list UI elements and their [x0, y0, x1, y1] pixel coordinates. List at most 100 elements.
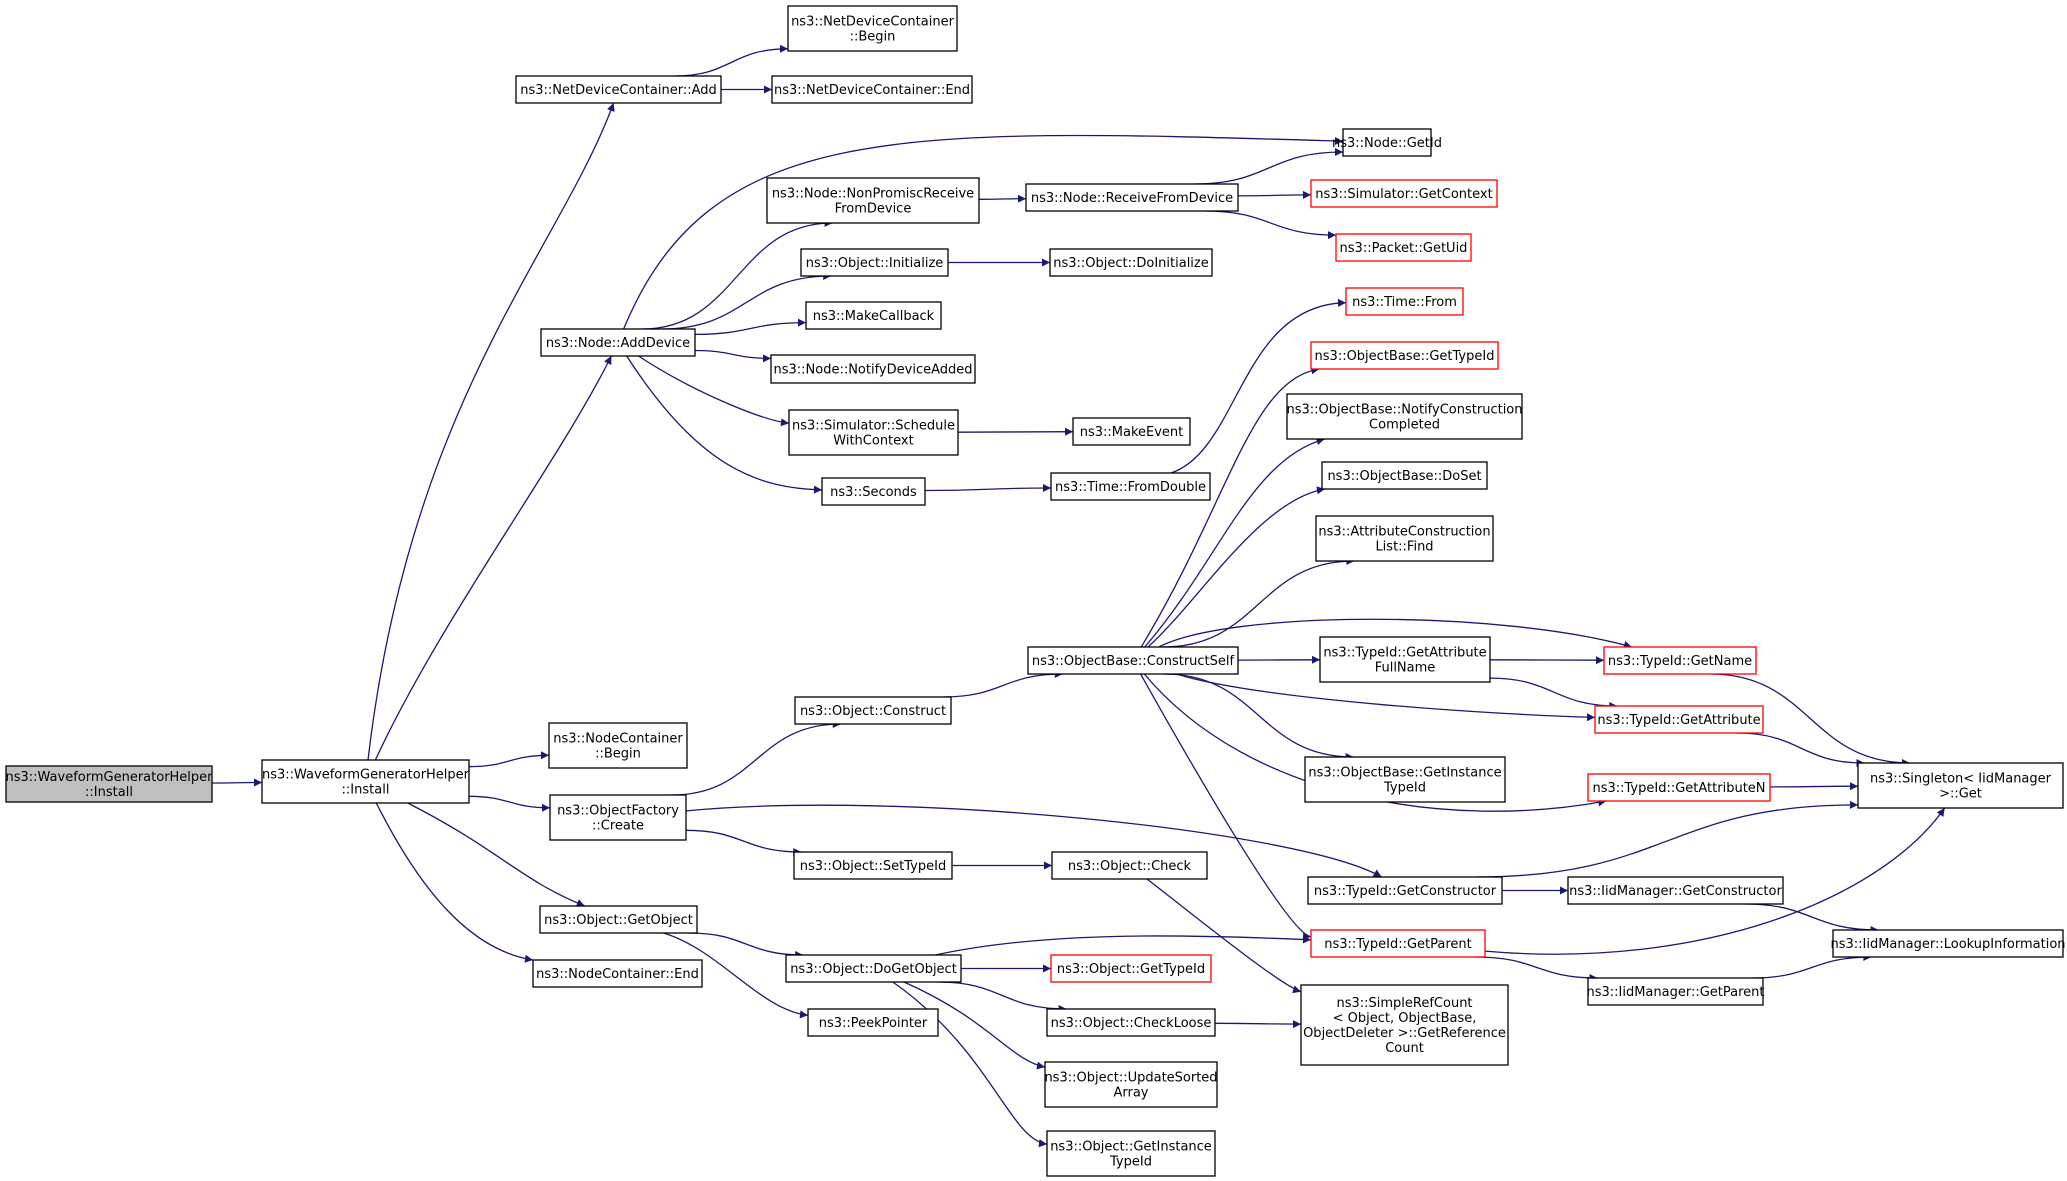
node-ndc_end[interactable]: ns3::NetDeviceContainer::End	[771, 75, 973, 104]
node-label-install-1: ::Install	[342, 783, 390, 798]
edge-tid_getparent-to-iid_getparent	[1475, 956, 1598, 982]
edge-of_create-to-tid_getconstructor	[685, 804, 1382, 878]
edge-tid_getname-to-singleton_get	[1710, 673, 1911, 767]
node-makecallback[interactable]: ns3::MakeCallback	[805, 301, 942, 330]
edge-ob_constructself-to-ob_getinstance	[1163, 673, 1354, 761]
node-node_adddevice[interactable]: ns3::Node::AddDevice	[540, 328, 696, 357]
edge-iid_getconstructor-to-iid_lookup	[1744, 903, 1879, 934]
edge-obj_dogetobject-to-tid_getparent	[935, 935, 1312, 956]
node-of_create[interactable]: ns3::ObjectFactory::Create	[549, 794, 687, 841]
node-tid_getparent[interactable]: ns3::TypeId::GetParent	[1310, 929, 1486, 958]
node-makeevent[interactable]: ns3::MakeEvent	[1072, 417, 1191, 446]
node-box-peekpointer	[807, 1008, 939, 1037]
node-label-tid_getname-0: ns3::TypeId::GetName	[1608, 654, 1752, 669]
node-label-ob_doset-0: ns3::ObjectBase::DoSet	[1327, 469, 1481, 484]
node-label-ndc_begin-1: ::Begin	[850, 30, 896, 45]
node-box-of_create	[549, 794, 687, 841]
node-ob_gettypeid[interactable]: ns3::ObjectBase::GetTypeId	[1310, 341, 1499, 370]
node-obj_getobject[interactable]: ns3::Object::GetObject	[539, 905, 698, 934]
node-iid_lookup[interactable]: ns3::IidManager::LookupInformation	[1830, 929, 2066, 958]
node-singleton_get[interactable]: ns3::Singleton< IidManager>::Get	[1857, 762, 2064, 809]
node-obj_settypeid[interactable]: ns3::Object::SetTypeId	[793, 851, 953, 880]
node-box-time_from	[1345, 287, 1464, 316]
node-box-ob_doset	[1321, 461, 1488, 490]
node-box-tid_getattribute	[1594, 705, 1764, 734]
node-label-ob_notify-0: ns3::ObjectBase::NotifyConstruction	[1287, 403, 1523, 418]
node-box-obj_check	[1051, 851, 1208, 880]
edge-install-to-of_create	[468, 795, 551, 812]
node-label-ob_gettypeid-0: ns3::ObjectBase::GetTypeId	[1315, 349, 1495, 364]
node-sim_getcontext[interactable]: ns3::Simulator::GetContext	[1310, 179, 1498, 208]
node-box-node_nonpromisc	[766, 177, 980, 224]
node-box-tid_getparent	[1310, 929, 1486, 958]
node-ob_constructself[interactable]: ns3::ObjectBase::ConstructSelf	[1027, 646, 1239, 675]
node-ob_doset[interactable]: ns3::ObjectBase::DoSet	[1321, 461, 1488, 490]
edge-tid_getconstructor-to-singleton_get	[1476, 800, 1859, 878]
node-label-obj_settypeid-0: ns3::Object::SetTypeId	[800, 859, 946, 874]
edge-node_adddevice-to-node_getid	[622, 134, 1344, 330]
edge-ob_constructself-to-acl_find	[1162, 557, 1355, 648]
node-nc_end[interactable]: ns3::NodeContainer::End	[532, 959, 703, 988]
node-box-iid_getparent	[1587, 977, 1764, 1006]
node-box-tid_getattrfull	[1319, 636, 1491, 683]
node-packet_getuid[interactable]: ns3::Packet::GetUid	[1335, 233, 1472, 262]
node-box-obj_doinitialize	[1049, 248, 1213, 277]
node-iid_getparent[interactable]: ns3::IidManager::GetParent	[1586, 977, 1765, 1006]
node-obj_checkloose[interactable]: ns3::Object::CheckLoose	[1046, 1008, 1216, 1037]
node-label-nc_begin-0: ns3::NodeContainer	[553, 732, 683, 747]
node-box-obj_dogetobject	[785, 954, 962, 983]
node-ndc_begin[interactable]: ns3::NetDeviceContainer::Begin	[787, 5, 958, 52]
node-nc_begin[interactable]: ns3::NodeContainer::Begin	[548, 722, 688, 769]
node-obj_doinitialize[interactable]: ns3::Object::DoInitialize	[1049, 248, 1213, 277]
node-peekpointer[interactable]: ns3::PeekPointer	[807, 1008, 939, 1037]
node-label-ob_getinstance-1: TypeId	[1383, 781, 1426, 796]
node-label-of_create-1: ::Create	[592, 819, 644, 834]
node-obj_initialize[interactable]: ns3::Object::Initialize	[800, 248, 949, 277]
node-obj_construct[interactable]: ns3::Object::Construct	[794, 696, 952, 725]
edge-node_nonpromisc-to-node_receive	[978, 194, 1027, 203]
node-install[interactable]: ns3::WaveformGeneratorHelper::Install	[261, 759, 470, 804]
node-root[interactable]: ns3::WaveformGeneratorHelper::Install	[5, 765, 213, 803]
node-node_receive[interactable]: ns3::Node::ReceiveFromDevice	[1025, 183, 1239, 212]
node-ob_notify[interactable]: ns3::ObjectBase::NotifyConstructionCompl…	[1286, 393, 1523, 440]
node-seconds[interactable]: ns3::Seconds	[821, 477, 926, 506]
node-box-node_notify	[770, 354, 976, 384]
node-tid_getname[interactable]: ns3::TypeId::GetName	[1603, 646, 1757, 675]
node-ndc_add[interactable]: ns3::NetDeviceContainer::Add	[515, 75, 722, 104]
node-tid_getattributen[interactable]: ns3::TypeId::GetAttributeN	[1587, 773, 1771, 802]
edge-install-to-nc_end	[375, 802, 534, 963]
node-label-sim_schedule-1: WithContext	[833, 434, 913, 449]
node-box-obj_initialize	[800, 248, 949, 277]
node-simplerefcount[interactable]: ns3::SimpleRefCount< Object, ObjectBase,…	[1300, 984, 1509, 1066]
node-obj_check[interactable]: ns3::Object::Check	[1051, 851, 1208, 880]
node-node_notify[interactable]: ns3::Node::NotifyDeviceAdded	[770, 354, 976, 384]
edge-obj_dogetobject-to-obj_getinstance	[892, 981, 1048, 1148]
node-tid_getattribute[interactable]: ns3::TypeId::GetAttribute	[1594, 705, 1764, 734]
node-obj_dogetobject[interactable]: ns3::Object::DoGetObject	[785, 954, 962, 983]
node-tid_getconstructor[interactable]: ns3::TypeId::GetConstructor	[1307, 876, 1503, 905]
node-time_fromdouble[interactable]: ns3::Time::FromDouble	[1050, 472, 1211, 501]
edge-tid_getattributen-to-singleton_get	[1769, 782, 1859, 791]
node-node_getid[interactable]: ns3::Node::GetId	[1332, 128, 1442, 157]
node-box-makeevent	[1072, 417, 1191, 446]
edge-ob_constructself-to-ob_gettypeid	[1140, 366, 1320, 648]
node-time_from[interactable]: ns3::Time::From	[1345, 287, 1464, 316]
node-iid_getconstructor[interactable]: ns3::IidManager::GetConstructor	[1567, 876, 1784, 905]
node-box-tid_getname	[1603, 646, 1757, 675]
node-box-ob_gettypeid	[1310, 341, 1499, 370]
node-label-node_nonpromisc-1: FromDevice	[835, 202, 912, 217]
node-obj_gettypeid[interactable]: ns3::Object::GetTypeId	[1050, 954, 1212, 983]
node-label-root-1: ::Install	[85, 785, 133, 800]
node-box-obj_settypeid	[793, 851, 953, 880]
node-box-obj_gettypeid	[1050, 954, 1212, 983]
node-label-obj_getobject-0: ns3::Object::GetObject	[544, 913, 693, 928]
node-box-singleton_get	[1857, 762, 2064, 809]
node-label-obj_updatesorted-1: Array	[1113, 1086, 1148, 1101]
